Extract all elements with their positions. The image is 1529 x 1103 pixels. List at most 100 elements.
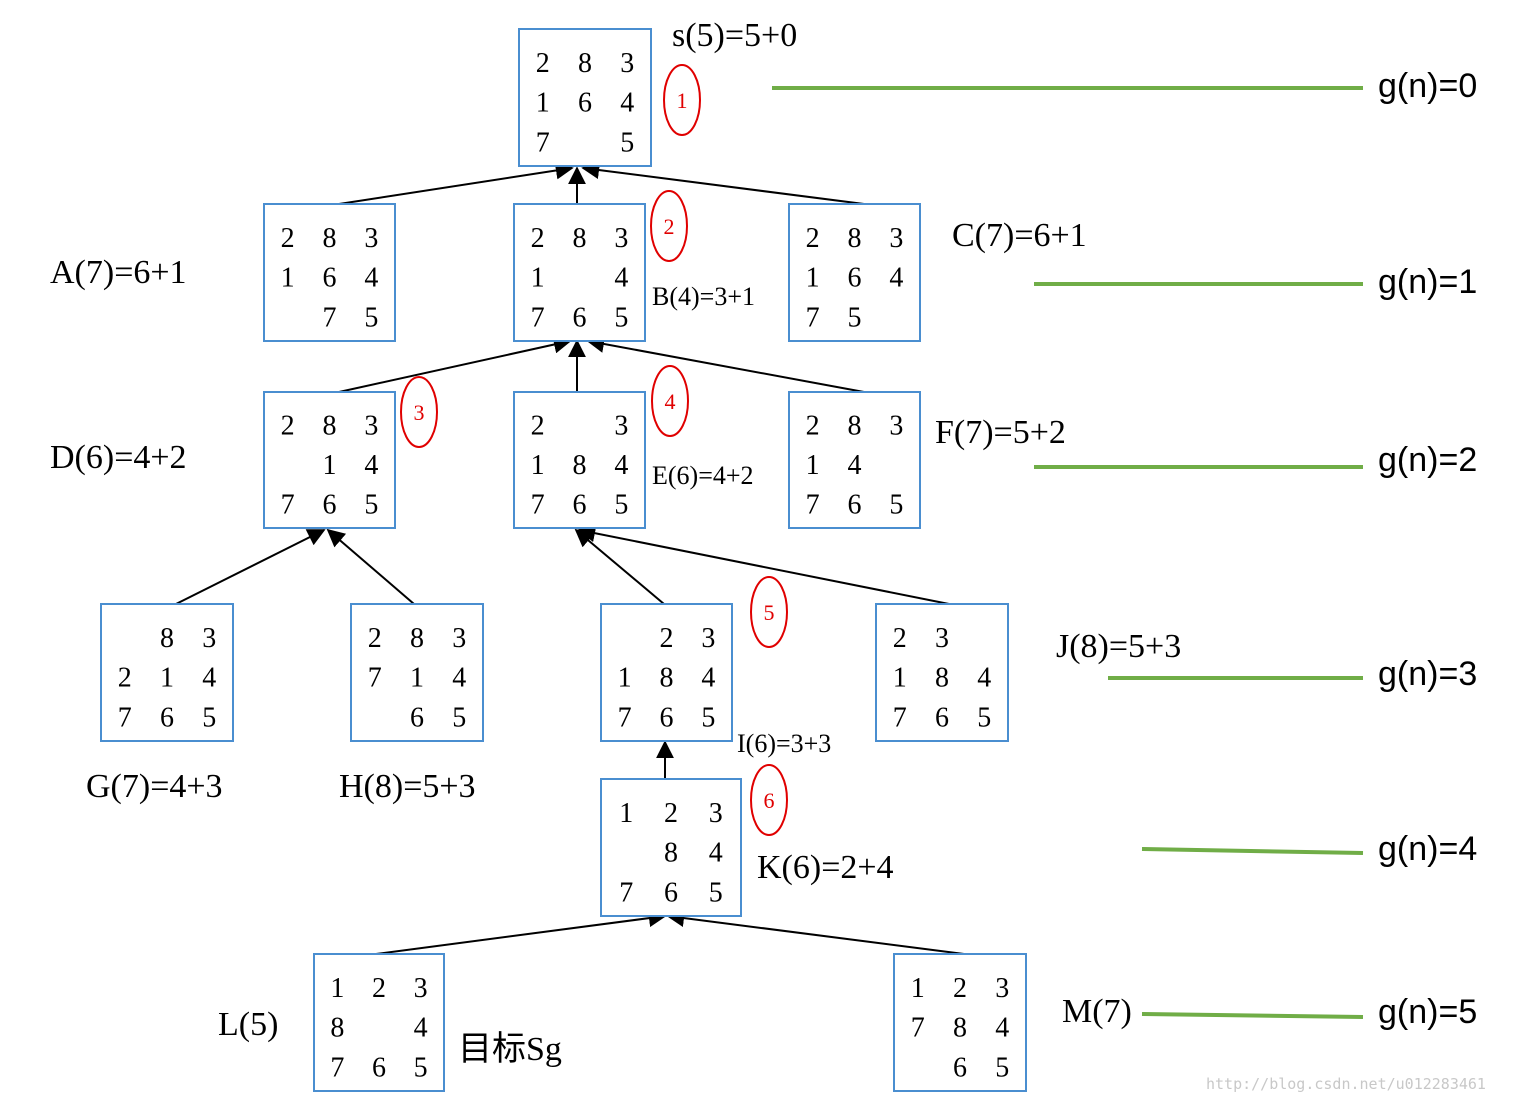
step-marker-5: 5 — [750, 576, 788, 648]
node-label: C(7)=6+1 — [952, 217, 1087, 254]
puzzle-cell: 7 — [330, 1052, 344, 1083]
puzzle-cell: 7 — [911, 1013, 925, 1044]
puzzle-cell: 4 — [614, 263, 628, 294]
step-marker-4: 4 — [651, 365, 689, 437]
puzzle-cell: 5 — [995, 1052, 1009, 1083]
node-label: J(8)=5+3 — [1056, 628, 1181, 665]
puzzle-cell: 2 — [660, 623, 674, 654]
puzzle-cell: 1 — [160, 663, 174, 694]
puzzle-cell: 7 — [281, 490, 295, 521]
puzzle-cell: 8 — [573, 223, 587, 254]
puzzle-box — [513, 391, 646, 529]
puzzle-cell: 3 — [202, 623, 216, 654]
puzzle-cell: 5 — [620, 127, 634, 158]
puzzle-cell: 7 — [536, 127, 550, 158]
puzzle-box — [100, 603, 234, 742]
level-label-0: g(n)=0 — [1378, 67, 1477, 105]
edge-f-to-b — [586, 335, 865, 393]
puzzle-cell: 4 — [889, 263, 903, 294]
puzzle-cell: 2 — [893, 623, 907, 654]
puzzle-cell: 8 — [848, 223, 862, 254]
puzzle-cell: 7 — [323, 302, 337, 333]
puzzle-cell: 8 — [323, 223, 337, 254]
puzzle-cell: 2 — [536, 48, 550, 79]
puzzle-cell: 4 — [977, 663, 991, 694]
puzzle-cell: 4 — [452, 663, 466, 694]
level-line-5 — [1141, 1012, 1364, 1019]
puzzle-cell: 3 — [701, 623, 715, 654]
node-label: F(7)=5+2 — [935, 414, 1066, 451]
puzzle-cell: 7 — [531, 490, 545, 521]
puzzle-cell: 1 — [806, 450, 820, 481]
puzzle-cell: 6 — [660, 702, 674, 733]
step-marker-6: 6 — [750, 764, 788, 836]
edge-g-to-d — [175, 529, 326, 605]
level-lines: g(n)=0g(n)=1g(n)=2g(n)=3g(n)=4g(n)=5 — [772, 67, 1477, 1031]
puzzle-cell: 7 — [618, 702, 632, 733]
step-circle — [750, 576, 788, 648]
step-circle — [750, 764, 788, 836]
puzzle-cell: 7 — [806, 490, 820, 521]
puzzle-cell: 8 — [160, 623, 174, 654]
puzzle-cell: 1 — [531, 263, 545, 294]
step-circle — [663, 64, 701, 136]
puzzle-cell: 2 — [531, 223, 545, 254]
puzzle-cell: 4 — [709, 838, 723, 869]
puzzle-box — [263, 203, 396, 342]
puzzle-cell: 6 — [848, 490, 862, 521]
puzzle-cell: 4 — [364, 450, 378, 481]
puzzle-box — [600, 778, 742, 917]
puzzle-cell: 2 — [281, 411, 295, 442]
puzzle-cell: 1 — [323, 450, 337, 481]
puzzle-cell: 3 — [620, 48, 634, 79]
puzzle-cell: 1 — [410, 663, 424, 694]
puzzle-cell: 6 — [372, 1052, 386, 1083]
step-number: 1 — [677, 88, 688, 113]
puzzle-cell: 4 — [202, 663, 216, 694]
puzzle-cell: 7 — [531, 302, 545, 333]
puzzle-cell: 8 — [848, 411, 862, 442]
step-circle — [650, 190, 688, 262]
puzzle-cell: 4 — [414, 1013, 428, 1044]
puzzle-cell: 5 — [202, 702, 216, 733]
puzzle-cell: 1 — [281, 263, 295, 294]
puzzle-cell: 5 — [364, 302, 378, 333]
puzzle-cell: 6 — [160, 702, 174, 733]
puzzle-box — [513, 203, 646, 342]
puzzle-cell: 8 — [410, 623, 424, 654]
edge-j-to-e — [577, 524, 950, 605]
puzzle-cell: 1 — [911, 973, 925, 1004]
puzzle-cell: 3 — [364, 411, 378, 442]
node-label: B(4)=3+1 — [652, 282, 755, 311]
level-label-4: g(n)=4 — [1378, 830, 1477, 868]
puzzle-cell: 8 — [573, 450, 587, 481]
level-label-1: g(n)=1 — [1378, 263, 1477, 301]
edge-h-to-d — [326, 528, 415, 605]
puzzle-cell: 5 — [452, 702, 466, 733]
puzzle-cell: 2 — [806, 223, 820, 254]
puzzle-cell: 8 — [323, 411, 337, 442]
puzzle-cell: 6 — [573, 490, 587, 521]
step-number: 6 — [764, 788, 775, 813]
puzzle-cell: 2 — [372, 973, 386, 1004]
puzzle-cell: 8 — [660, 663, 674, 694]
node-label: K(6)=2+4 — [757, 849, 894, 886]
step-marker-2: 2 — [650, 190, 688, 262]
puzzle-cell: 7 — [118, 702, 132, 733]
edge-d-to-b — [338, 335, 572, 393]
node-label: E(6)=4+2 — [652, 461, 754, 490]
puzzle-cell: 3 — [614, 223, 628, 254]
step-number: 2 — [664, 214, 675, 239]
